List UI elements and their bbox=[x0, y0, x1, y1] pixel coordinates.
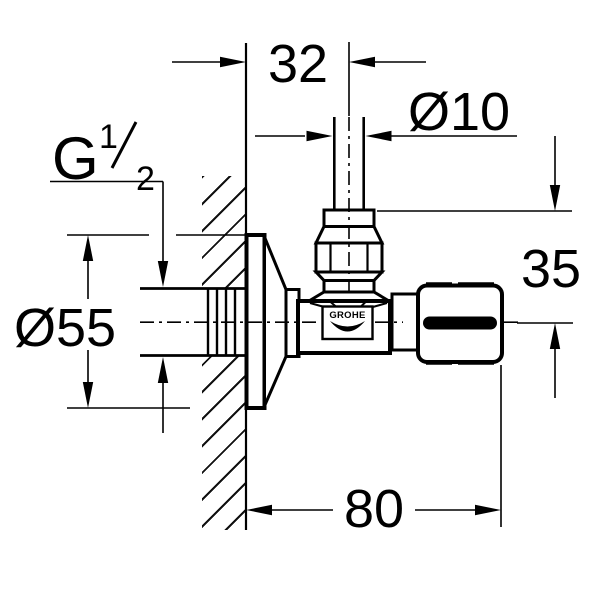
dimension-thread: G 1 2 bbox=[50, 118, 169, 433]
dim-35-label: 35 bbox=[521, 239, 581, 299]
dim-escutcheon-diameter-label: Ø55 bbox=[14, 298, 116, 358]
handle-slot bbox=[423, 316, 497, 330]
grohe-logo-swoosh bbox=[330, 321, 365, 332]
dimension-escutcheon-diameter: Ø55 bbox=[14, 234, 246, 409]
grohe-logo-text: GROHE bbox=[329, 310, 365, 321]
grohe-logo: GROHE bbox=[321, 305, 374, 341]
dim-80-label: 80 bbox=[344, 479, 404, 539]
thread-numerator-label: 1 bbox=[99, 118, 118, 156]
dimension-35: 35 bbox=[377, 136, 581, 398]
dimension-pipe-diameter: Ø10 bbox=[255, 82, 517, 142]
dim-32-label: 32 bbox=[268, 34, 328, 94]
thread-denominator-label: 2 bbox=[136, 160, 155, 198]
dimension-80: 80 bbox=[246, 365, 502, 539]
handle bbox=[416, 282, 504, 365]
centerlines bbox=[140, 117, 523, 324]
dimension-32: 32 bbox=[172, 34, 426, 116]
dim-pipe-diameter-label: Ø10 bbox=[408, 82, 510, 142]
